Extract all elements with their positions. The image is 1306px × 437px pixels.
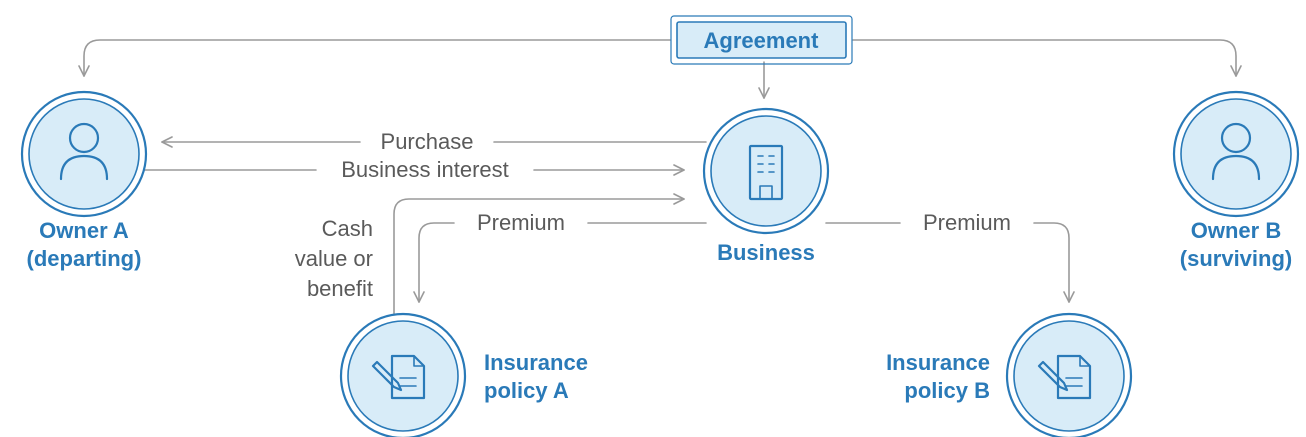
- agreement-to-owner-b-connector: [852, 39, 1242, 77]
- owner-b-node: [1172, 90, 1300, 218]
- premium-b-connector: [825, 222, 1069, 302]
- business-node: [702, 107, 830, 235]
- document-pen-icon: [1037, 354, 1092, 400]
- agreement-box: Agreement: [670, 15, 853, 65]
- business-label: Business: [717, 240, 815, 265]
- owner-a-node: [20, 90, 148, 218]
- policy-b-node: [1005, 312, 1133, 437]
- cash-value-label-line2: value or: [295, 246, 373, 271]
- document-pen-icon: [371, 354, 426, 400]
- owner-b-label-line2: (surviving): [1180, 246, 1292, 271]
- policy-b-label-line1: Insurance: [886, 350, 990, 375]
- person-icon: [59, 122, 109, 181]
- cash-value-connector: [393, 193, 685, 325]
- agreement-to-owner-a-connector: [78, 39, 671, 77]
- owner-a-label-line1: Owner A: [39, 218, 129, 243]
- cash-value-label-line1: Cash: [322, 216, 373, 241]
- policy-b-label-line2: policy B: [904, 378, 990, 403]
- premium-a-connector: [419, 222, 707, 302]
- cash-value-label-line3: benefit: [307, 276, 373, 301]
- owner-a-label-line2: (departing): [27, 246, 142, 271]
- agreement-label: Agreement: [704, 28, 820, 53]
- policy-a-label-line2: policy A: [484, 378, 569, 403]
- policy-a-label-line1: Insurance: [484, 350, 588, 375]
- purchase-label: Purchase: [381, 129, 474, 154]
- business-interest-label: Business interest: [341, 157, 509, 182]
- building-icon: [748, 144, 784, 201]
- owner-b-label-line1: Owner B: [1191, 218, 1281, 243]
- person-icon: [1211, 122, 1261, 181]
- premium-a-label: Premium: [477, 210, 565, 235]
- premium-b-label: Premium: [923, 210, 1011, 235]
- policy-a-node: [339, 312, 467, 437]
